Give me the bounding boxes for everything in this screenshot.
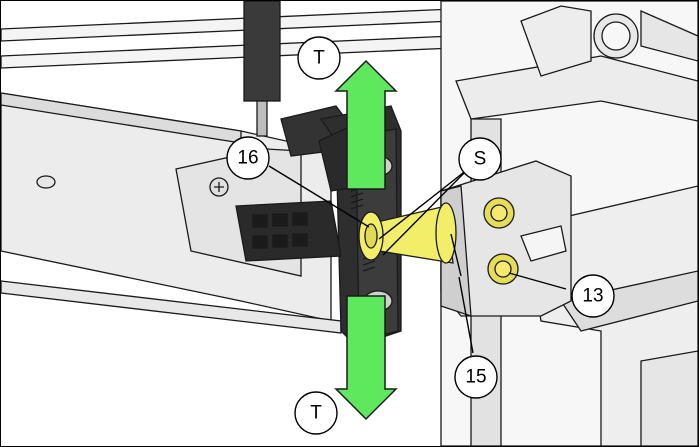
callout-16: 16 [226, 136, 270, 180]
callout-15: 15 [454, 355, 498, 399]
callout-t-bottom: T [294, 391, 338, 435]
arrow-up-down-icon [334, 59, 398, 421]
svg-text:16: 16 [237, 148, 258, 169]
bushing-pin [358, 202, 457, 264]
leader-lines [268, 165, 567, 354]
connector-icon [36, 175, 342, 262]
svg-text:S: S [474, 149, 487, 170]
svg-text:13: 13 [582, 286, 603, 307]
svg-text:T: T [313, 48, 325, 69]
callout-t-top: T [297, 36, 341, 80]
svg-text:15: 15 [465, 367, 486, 388]
svg-text:T: T [310, 403, 322, 424]
callout-13: 13 [571, 274, 615, 318]
bolt-icon [483, 197, 519, 285]
callout-s: S [458, 137, 502, 181]
